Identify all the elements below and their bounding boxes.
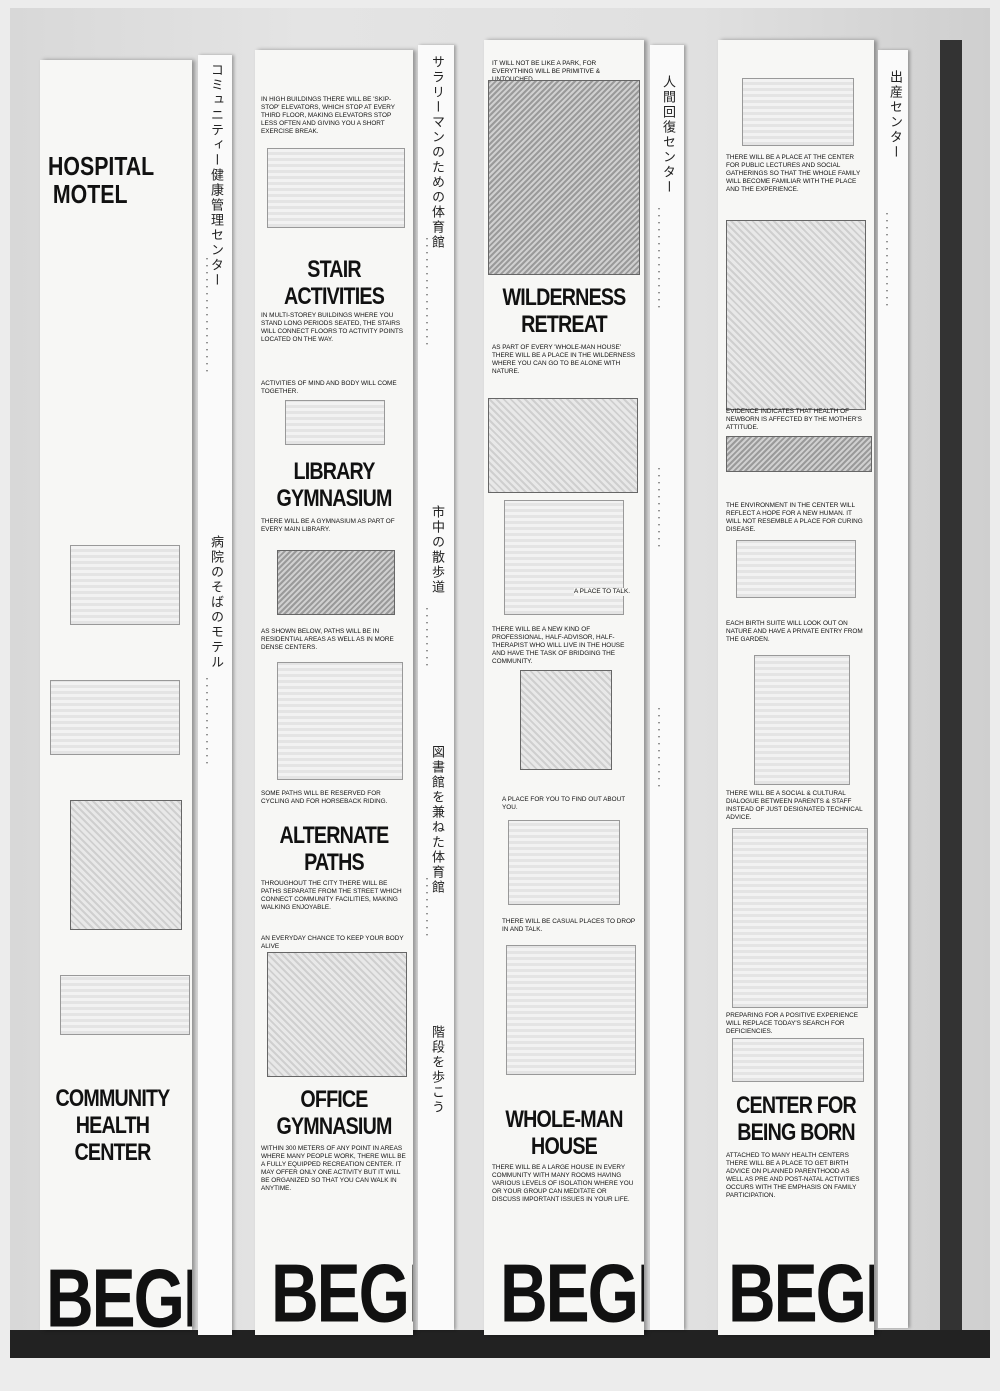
strip2-jp-text-block: ・・・・・・・・・・・・・・・・ — [423, 235, 431, 347]
panel2-text-8: AN EVERYDAY CHANCE TO KEEP YOUR BODY ALI… — [261, 935, 404, 950]
panel-wilderness-whole-man: IT WILL NOT BE LIKE A PARK, FOR EVERYTHI… — [484, 40, 644, 1335]
panel4-text-7: ATTACHED TO MANY HEALTH CENTERS THERE WI… — [726, 1152, 860, 1199]
strip1-jp-mid: 病院のそばのモテル — [208, 535, 223, 670]
strip-2-japanese: サラリーマンのための体育館 ・・・・・・・・・・・・・・・・ 市中の散歩道 ・・… — [418, 45, 454, 1330]
panel1-heading: COMMUNITY HEALTH CENTER — [55, 1085, 171, 1166]
illustration-path-map — [277, 662, 403, 780]
panel-stair-library-office: IN HIGH BUILDINGS THERE WILL BE 'SKIP-ST… — [255, 50, 413, 1335]
panel2-text-5: AS SHOWN BELOW, PATHS WILL BE IN RESIDEN… — [261, 628, 394, 651]
panel3-heading-2: WHOLE-MAN HOUSE — [505, 1106, 623, 1160]
illustration-birth-suite-plan — [736, 540, 856, 598]
strip3-jp-text-block: ・・・・・・・・・・・・・・・ — [655, 205, 663, 310]
panel2-heading-3: ALTERNATE PATHS — [279, 822, 390, 876]
illustration-parent-infant — [754, 655, 850, 785]
strip-1-japanese: コミュニティー健康管理センター ・・・・・・・・・・・・・・・・・ 病院のそばの… — [198, 55, 232, 1335]
panel2-text-2: IN MULTI-STOREY BUILDINGS WHERE YOU STAN… — [261, 312, 404, 343]
strip2-jp-low: 図書館を兼ねた体育館 — [429, 745, 444, 895]
panel2-text-1: IN HIGH BUILDINGS THERE WILL BE 'SKIP-ST… — [261, 96, 395, 135]
panel4-text-5: THERE WILL BE A SOCIAL & CULTURAL DIALOG… — [726, 790, 863, 821]
panel4-text-6: PREPARING FOR A POSITIVE EXPERIENCE WILL… — [726, 1012, 858, 1035]
strip3-jp-text-block-3: ・・・・・・・・・・・・ — [655, 705, 663, 789]
panel2-text-7: THROUGHOUT THE CITY THERE WILL BE PATHS … — [261, 880, 402, 911]
panel2-heading-2: LIBRARY GYMNASIUM — [276, 458, 392, 512]
panel3-text-7: THERE WILL BE A LARGE HOUSE IN EVERY COM… — [492, 1164, 634, 1203]
panel2-begin: BEGIN — [271, 1246, 413, 1335]
panel1-title: HOSPITAL MOTEL — [48, 152, 154, 208]
strip-3-japanese: 人間回復センター ・・・・・・・・・・・・・・・ ・・・・・・・・・・・・ ・・… — [650, 45, 684, 1330]
strip2-jp-text-block-3: ・・・・・・・・・ — [423, 875, 431, 938]
illustration-forest-path — [488, 80, 640, 275]
panel4-text-4: EACH BIRTH SUITE WILL LOOK OUT ON NATURE… — [726, 620, 863, 643]
panel3-heading-1: WILDERNESS RETREAT — [502, 284, 626, 338]
illustration-house-plan — [506, 945, 636, 1075]
illustration-counseling — [520, 670, 612, 770]
illustration-strip-pattern — [726, 436, 872, 472]
panel2-text-4: THERE WILL BE A GYMNASIUM AS PART OF EVE… — [261, 518, 395, 533]
wall-edge-shadow — [940, 40, 962, 1340]
panel4-begin: BEGIN — [728, 1246, 874, 1335]
illustration-mother-baby — [726, 220, 866, 410]
strip2-jp-mid: 市中の散歩道 — [429, 505, 444, 595]
strip2-jp-bottom: 階段を歩こう — [429, 1025, 444, 1115]
illustration-floor-plan — [50, 680, 180, 755]
strip4-jp-top: 出産センター — [887, 70, 902, 160]
illustration-library-gym — [277, 550, 395, 615]
illustration-family — [742, 78, 854, 146]
illustration-silhouette — [732, 828, 868, 1008]
panel3-text-2: AS PART OF EVERY 'WHOLE-MAN HOUSE' THERE… — [492, 344, 636, 375]
strip1-jp-text-block-2: ・・・・・・・・・・・・・ — [203, 675, 211, 766]
strip1-jp-text-block: ・・・・・・・・・・・・・・・・・ — [203, 255, 211, 374]
strip3-jp-text-block-2: ・・・・・・・・・・・・ — [655, 465, 663, 549]
illustration-street — [70, 800, 182, 930]
illustration-man-talking — [504, 500, 624, 615]
title-line-2: MOTEL — [52, 179, 128, 209]
panel2-heading-4: OFFICE GYMNASIUM — [276, 1086, 392, 1140]
panel2-heading-1: STAIR ACTIVITIES — [283, 256, 385, 310]
strip-4-japanese: 出産センター ・・・・・・・・・・・・・・ — [878, 50, 908, 1328]
illustration-casual-place — [508, 820, 620, 905]
panel4-heading: CENTER FOR BEING BORN — [736, 1092, 857, 1146]
illustration-group-meeting — [488, 398, 638, 493]
illustration-library-plan — [285, 400, 385, 445]
panel3-text-4: THERE WILL BE A NEW KIND OF PROFESSIONAL… — [492, 626, 625, 665]
panel3-text-1: IT WILL NOT BE LIKE A PARK, FOR EVERYTHI… — [492, 60, 600, 83]
panel3-text-6: THERE WILL BE CASUAL PLACES TO DROP IN A… — [502, 918, 636, 933]
illustration-runner — [267, 952, 407, 1077]
panel4-text-2: EVIDENCE INDICATES THAT HEALTH OF NEWBOR… — [726, 408, 862, 431]
panel3-text-5: A PLACE FOR YOU TO FIND OUT ABOUT YOU. — [502, 796, 625, 811]
panel2-text-6: SOME PATHS WILL BE RESERVED FOR CYCLING … — [261, 790, 388, 805]
strip3-jp-top: 人間回復センター — [660, 75, 675, 195]
panel2-text-3: ACTIVITIES OF MIND AND BODY WILL COME TO… — [261, 380, 397, 395]
panel1-begin: BEGIN — [46, 1251, 192, 1330]
illustration-clinic — [60, 975, 190, 1035]
strip1-jp-top: コミュニティー健康管理センター — [208, 63, 223, 288]
panel3-text-3: A PLACE TO TALK. — [574, 588, 634, 596]
panel-hospital-motel: HOSPITAL MOTEL COMMUNITY HEALTH CENTER B… — [40, 60, 192, 1330]
title-line-1: HOSPITAL — [48, 151, 155, 181]
panel4-text-1: THERE WILL BE A PLACE AT THE CENTER FOR … — [726, 154, 861, 193]
strip2-jp-top: サラリーマンのための体育館 — [429, 55, 444, 250]
illustration-figures — [732, 1038, 864, 1082]
panel3-begin: BEGIN — [500, 1246, 644, 1335]
illustration-elevator-section — [267, 148, 405, 228]
illustration-building — [70, 545, 180, 625]
strip4-jp-text-block: ・・・・・・・・・・・・・・ — [883, 210, 891, 308]
panel4-text-3: THE ENVIRONMENT IN THE CENTER WILL REFLE… — [726, 502, 863, 533]
panel2-text-9: WITHIN 300 METERS OF ANY POINT IN AREAS … — [261, 1145, 406, 1192]
panel-center-for-being-born: THERE WILL BE A PLACE AT THE CENTER FOR … — [718, 40, 874, 1335]
strip2-jp-text-block-2: ・・・・・・・・・ — [423, 605, 431, 668]
